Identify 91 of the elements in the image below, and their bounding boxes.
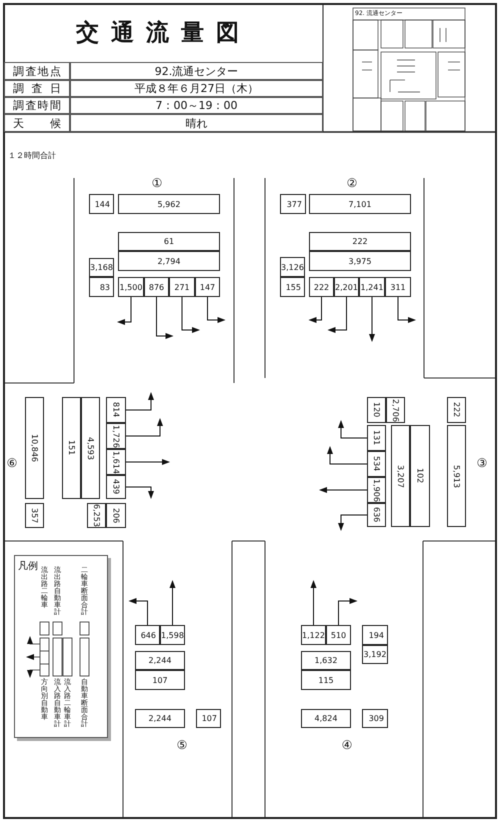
count-box: 131 (367, 425, 386, 451)
count-box: 646 (135, 625, 160, 645)
count-box: 102 (410, 425, 430, 527)
value-cell: 平成８年６月27日（木） (70, 80, 323, 97)
count-box: 4,824 (301, 709, 351, 728)
approach-number: ③ (476, 456, 488, 470)
count-box: 5,962 (118, 194, 220, 214)
arrow (398, 296, 416, 323)
count-box: 377 (280, 194, 306, 214)
arrow (182, 296, 200, 333)
header-cell: 調査地点 (4, 62, 70, 80)
arrow (126, 418, 163, 436)
count-box: 309 (362, 709, 388, 728)
count-box: 3,126 (280, 257, 305, 277)
arrow (319, 487, 368, 493)
arrow (338, 598, 358, 626)
title: 交通流量図 (75, 18, 252, 48)
count-box: 151 (62, 397, 81, 499)
count-box: 439 (106, 475, 126, 499)
count-box: 2,244 (135, 651, 185, 670)
count-box: 83 (89, 277, 114, 297)
count-box: 144 (89, 194, 114, 214)
count-box: 206 (106, 503, 126, 528)
count-box: 3,207 (391, 425, 410, 527)
count-box: 876 (144, 277, 169, 297)
arrow (126, 486, 154, 499)
value-cell: 92.流通センター (70, 62, 323, 80)
count-box: 1,906 (367, 477, 386, 503)
arrow (308, 296, 322, 323)
count-box: 3,168 (89, 258, 114, 277)
arrow (156, 296, 174, 339)
count-box: 147 (195, 277, 220, 297)
count-box: 5,913 (447, 425, 466, 527)
count-box: 107 (135, 670, 185, 690)
header-cell: 天候 (4, 114, 70, 132)
count-box: 3,975 (309, 251, 411, 271)
count-box: 107 (196, 709, 221, 728)
count-box: 194 (362, 625, 388, 645)
header-cell: 調査日 (4, 80, 70, 97)
approach-number: ⑥ (6, 456, 18, 470)
count-box: 1,598 (160, 625, 185, 645)
count-box: 7,101 (309, 194, 411, 214)
arrow (369, 296, 375, 342)
count-box: 3,192 (362, 645, 388, 664)
count-box: 155 (280, 277, 305, 297)
count-box: 115 (301, 670, 351, 690)
count-box: 311 (385, 277, 411, 297)
value-cell: 7：00～19：00 (70, 97, 323, 114)
count-box: 222 (309, 277, 334, 297)
count-box: 2,244 (135, 709, 185, 728)
count-box: 222 (447, 397, 466, 423)
count-box: 2,201 (334, 277, 359, 297)
count-box: 1,632 (301, 651, 351, 670)
header-cell: 調査時間 (4, 97, 70, 114)
approach-number: ⑤ (176, 738, 188, 752)
approach-number: ① (150, 176, 164, 190)
count-box: 271 (169, 277, 195, 297)
arrow (338, 420, 368, 438)
arrow (207, 296, 226, 323)
arrow (126, 459, 170, 465)
count-box: 6,253 (87, 503, 106, 528)
count-box: 1,241 (359, 277, 385, 297)
count-box: 1,122 (301, 625, 326, 645)
count-box: 4,593 (81, 397, 100, 499)
arrow (170, 580, 176, 626)
count-box: 534 (367, 451, 386, 477)
count-box: 1,614 (106, 449, 126, 475)
count-box: 357 (25, 503, 44, 528)
count-box: 814 (106, 397, 126, 423)
count-box: 2,794 (118, 251, 220, 271)
count-box: 1,726 (106, 423, 126, 449)
approach-number: ④ (340, 738, 354, 752)
note-text: １２時間合計 (8, 150, 57, 162)
arrow (328, 296, 347, 333)
count-box: 1,500 (118, 277, 144, 297)
arrow (117, 296, 132, 325)
note-text: 凡例 (18, 560, 39, 573)
value-cell: 晴れ (70, 114, 323, 132)
count-box: 510 (326, 625, 351, 645)
arrow (310, 580, 316, 626)
count-box: 10,846 (25, 397, 44, 499)
count-box: 2,706 (386, 397, 405, 423)
count-box: 61 (118, 232, 220, 251)
count-box: 222 (309, 232, 411, 251)
arrow (338, 514, 368, 531)
count-box: 120 (367, 397, 386, 423)
approach-number: ② (346, 176, 358, 190)
arrow (126, 392, 154, 410)
count-box: 636 (367, 503, 386, 527)
arrow (128, 598, 148, 626)
arrow (327, 446, 368, 464)
